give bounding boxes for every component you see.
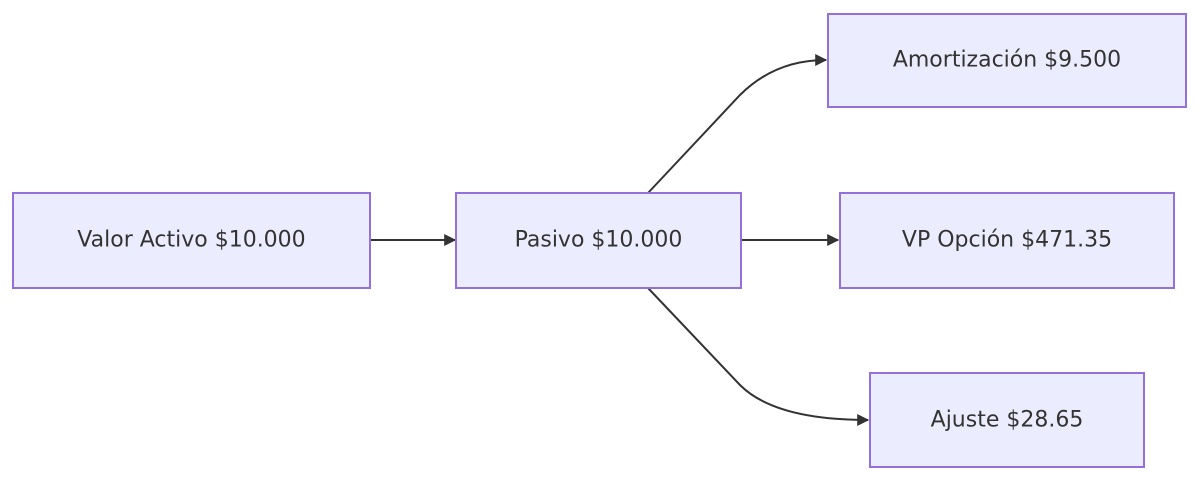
node-label: Pasivo $10.000 [515,228,683,253]
node-valor-activo[interactable]: Valor Activo $10.000 [12,192,371,289]
node-pasivo[interactable]: Pasivo $10.000 [455,192,742,289]
edge-pasivo-to-ajuste [647,287,870,426]
node-amortizacion[interactable]: Amortización $9.500 [827,13,1187,108]
edge-pasivo-to-amortizacion [647,54,828,194]
node-label: VP Opción $471.35 [902,228,1112,253]
node-label: Amortización $9.500 [893,48,1121,73]
node-vp-opcion[interactable]: VP Opción $471.35 [839,192,1175,289]
node-label: Valor Activo $10.000 [77,228,305,253]
node-ajuste[interactable]: Ajuste $28.65 [869,372,1145,468]
node-label: Ajuste $28.65 [931,408,1084,433]
